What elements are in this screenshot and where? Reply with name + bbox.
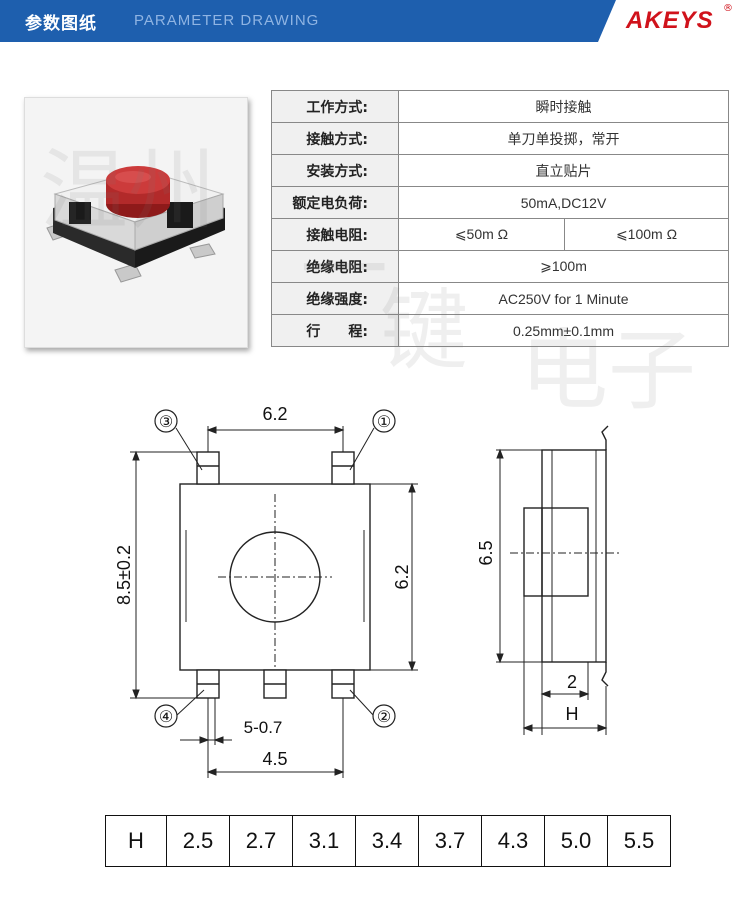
spec-label: 接触方式: [271, 122, 399, 155]
spec-label: 工作方式: [271, 90, 399, 123]
table-row: 额定电负荷: 50mA,DC12V [271, 186, 729, 219]
spec-label: 行 程: [271, 314, 399, 347]
spec-value: 0.25mm±0.1mm [398, 314, 729, 347]
spec-label: 接触电阻: [271, 218, 399, 251]
table-row: 接触电阻: ⩽50m Ω ⩽100m Ω [271, 218, 729, 251]
height-label: H [105, 815, 167, 867]
brand-logo: AKEYS [626, 7, 714, 34]
table-row: 绝缘强度: AC250V for 1 Minute [271, 282, 729, 315]
spec-label: 安装方式: [271, 154, 399, 187]
height-table: H 2.5 2.7 3.1 3.4 3.7 4.3 5.0 5.5 [105, 815, 671, 867]
height-value: 4.3 [481, 815, 545, 867]
height-value: 5.5 [607, 815, 671, 867]
pin-label-4: ④ [159, 709, 173, 726]
dim-bottom-width: 4.5 [262, 749, 287, 769]
table-row: 行 程: 0.25mm±0.1mm [271, 314, 729, 347]
spec-value: ⩾100m [398, 250, 729, 283]
dim-side-H: H [566, 704, 579, 724]
pin-label-3: ③ [159, 414, 173, 431]
table-row: H 2.5 2.7 3.1 3.4 3.7 4.3 5.0 5.5 [105, 815, 671, 867]
spec-label: 额定电负荷: [271, 186, 399, 219]
pin-label-2: ② [377, 709, 391, 726]
height-value: 3.7 [418, 815, 482, 867]
technical-drawing: 6.2 8.5±0.2 6.2 5-0.7 4.5 ③ ① ④ ② [114, 404, 620, 778]
spec-label: 绝缘电阻: [271, 250, 399, 283]
table-row: 安装方式: 直立贴片 [271, 154, 729, 187]
dim-pin-pitch: 5-0.7 [244, 718, 283, 737]
spec-value: 50mA,DC12V [398, 186, 729, 219]
dim-side-height: 6.5 [476, 540, 496, 565]
page-title: 参数图纸 [25, 14, 97, 34]
product-photo [24, 97, 248, 348]
table-row: 绝缘电阻: ⩾100m [271, 250, 729, 283]
spec-value: ⩽50m Ω [398, 218, 565, 251]
spec-value: ⩽100m Ω [564, 218, 729, 251]
dim-side-2: 2 [567, 672, 577, 692]
spec-value: AC250V for 1 Minute [398, 282, 729, 315]
height-value: 2.5 [166, 815, 230, 867]
header-bar: 参数图纸 PARAMETER DRAWING AKEYS ® [0, 0, 750, 42]
dim-top-width: 6.2 [262, 404, 287, 424]
logo-background [598, 0, 750, 42]
tact-switch-image [46, 166, 225, 283]
dim-body-height: 6.2 [392, 564, 412, 589]
spec-value: 单刀单投掷，常开 [398, 122, 729, 155]
page-subtitle: PARAMETER DRAWING [134, 12, 320, 29]
spec-value: 直立贴片 [398, 154, 729, 187]
height-value: 5.0 [544, 815, 608, 867]
dim-total-height: 8.5±0.2 [114, 545, 134, 605]
height-value: 3.4 [355, 815, 419, 867]
pin-label-1: ① [377, 414, 391, 431]
spec-label: 绝缘强度: [271, 282, 399, 315]
spec-value: 瞬时接触 [398, 90, 729, 123]
table-row: 工作方式: 瞬时接触 [271, 90, 729, 123]
side-view [510, 425, 620, 687]
height-value: 2.7 [229, 815, 293, 867]
registered-mark: ® [723, 3, 733, 14]
table-row: 接触方式: 单刀单投掷，常开 [271, 122, 729, 155]
height-value: 3.1 [292, 815, 356, 867]
spec-table: 工作方式: 瞬时接触 接触方式: 单刀单投掷，常开 安装方式: 直立贴片 额定电… [271, 90, 729, 347]
